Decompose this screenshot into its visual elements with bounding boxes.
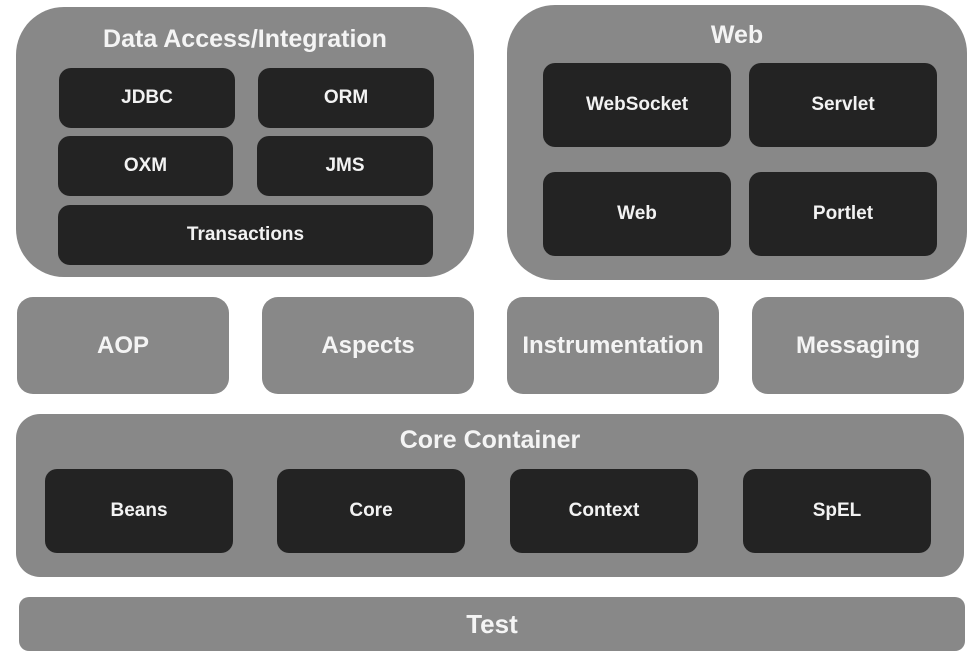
core-container-title: Core Container <box>399 426 581 454</box>
web-group-title: Web <box>710 21 764 49</box>
module-jms: JMS <box>257 136 433 196</box>
module-test: Test <box>19 597 965 651</box>
module-websocket: WebSocket <box>543 63 731 147</box>
module-servlet: Servlet <box>749 63 937 147</box>
module-aop: AOP <box>17 297 229 394</box>
web-group: Web WebSocket Servlet Web Portlet <box>507 5 967 280</box>
data-access-integration-title: Data Access/Integration <box>103 25 387 53</box>
module-aspects: Aspects <box>262 297 474 394</box>
data-access-integration-group: Data Access/Integration JDBC ORM OXM JMS… <box>16 7 474 277</box>
module-core: Core <box>277 469 465 553</box>
module-orm: ORM <box>258 68 434 128</box>
module-web: Web <box>543 172 731 256</box>
module-transactions: Transactions <box>58 205 433 265</box>
module-spel: SpEL <box>743 469 931 553</box>
module-instrumentation: Instrumentation <box>507 297 719 394</box>
module-portlet: Portlet <box>749 172 937 256</box>
module-jdbc: JDBC <box>59 68 235 128</box>
module-context: Context <box>510 469 698 553</box>
core-container-group: Core Container Beans Core Context SpEL <box>16 414 964 577</box>
module-messaging: Messaging <box>752 297 964 394</box>
module-oxm: OXM <box>58 136 233 196</box>
module-beans: Beans <box>45 469 233 553</box>
